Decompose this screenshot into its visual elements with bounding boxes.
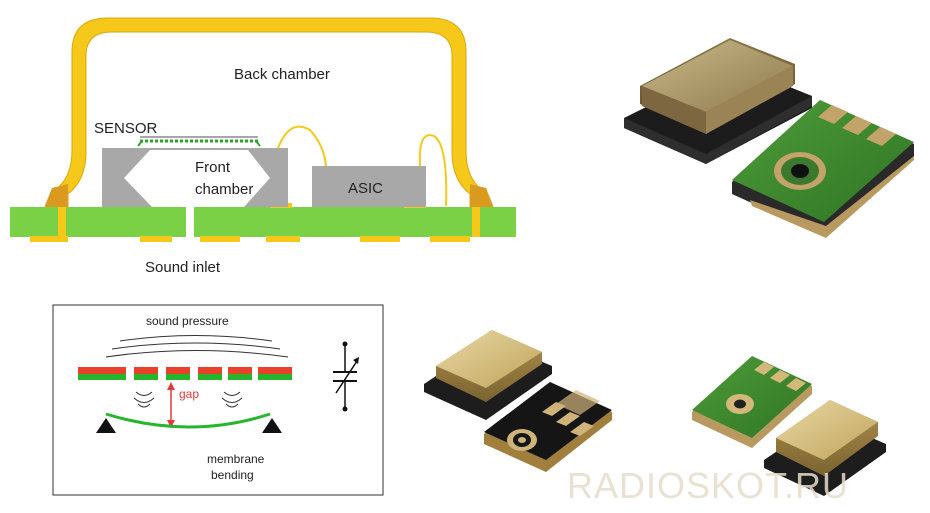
sensor-die xyxy=(102,148,288,207)
via xyxy=(472,207,480,237)
gap-label: gap xyxy=(179,387,199,401)
membrane-diagram-frame xyxy=(53,305,383,495)
watermark: RADIOSKOT.RU xyxy=(567,465,849,506)
solder-left xyxy=(44,184,68,208)
back-chamber-label: Back chamber xyxy=(234,66,330,83)
mic-package-top-render xyxy=(624,38,914,238)
solder-right xyxy=(470,184,494,208)
sound-inlet-label: Sound inlet xyxy=(145,259,221,276)
mic-package-gold-render xyxy=(424,330,612,472)
mems-cross-section: Back chamber SENSOR Front chamber ASIC S… xyxy=(10,18,516,276)
sound-pressure-label: sound pressure xyxy=(146,314,229,328)
pcb-left xyxy=(10,207,186,237)
asic-label: ASIC xyxy=(348,180,383,197)
front-chamber-label-1: Front xyxy=(195,159,231,176)
backplate xyxy=(78,367,292,380)
front-chamber-label-2: chamber xyxy=(195,181,253,198)
pcb-right xyxy=(194,207,516,237)
membrane-bending-label-1: membrane xyxy=(207,452,265,466)
membrane-bending-label-2: bending xyxy=(211,468,254,482)
membrane-diagram: sound pressure xyxy=(53,305,383,495)
via xyxy=(58,207,66,237)
sensor-label: SENSOR xyxy=(94,120,158,137)
